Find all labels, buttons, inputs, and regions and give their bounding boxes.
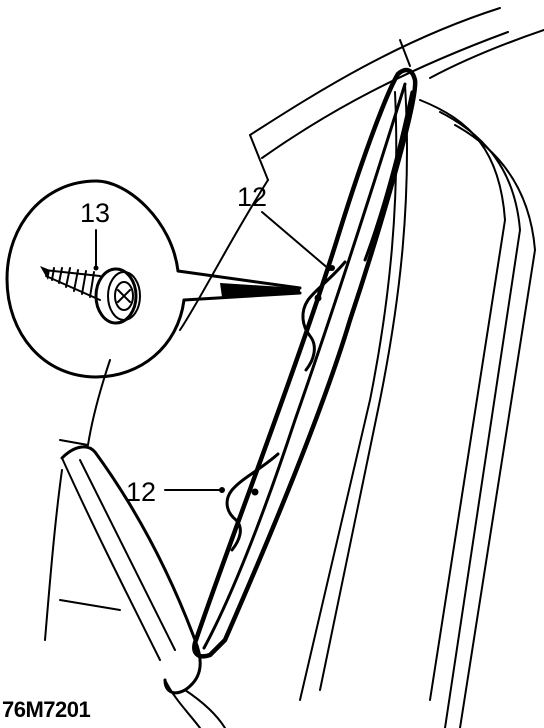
upper-clip-leader xyxy=(261,211,331,271)
roof-panel xyxy=(249,7,544,181)
lower-clip-callout-label: 12 xyxy=(126,477,156,507)
upper-clip-callout-label: 12 xyxy=(237,182,267,212)
door-frame xyxy=(299,83,536,728)
screw-head xyxy=(94,267,141,325)
screw-threads xyxy=(40,266,101,301)
lower-clip xyxy=(219,452,280,552)
window-glass xyxy=(59,179,269,446)
screw-detail xyxy=(5,179,302,379)
figure-reference-code: 76M7201 xyxy=(2,697,91,722)
lower-body-panel xyxy=(44,445,226,728)
screw-callout-label: 13 xyxy=(80,198,110,228)
pillar-trim xyxy=(192,67,418,659)
